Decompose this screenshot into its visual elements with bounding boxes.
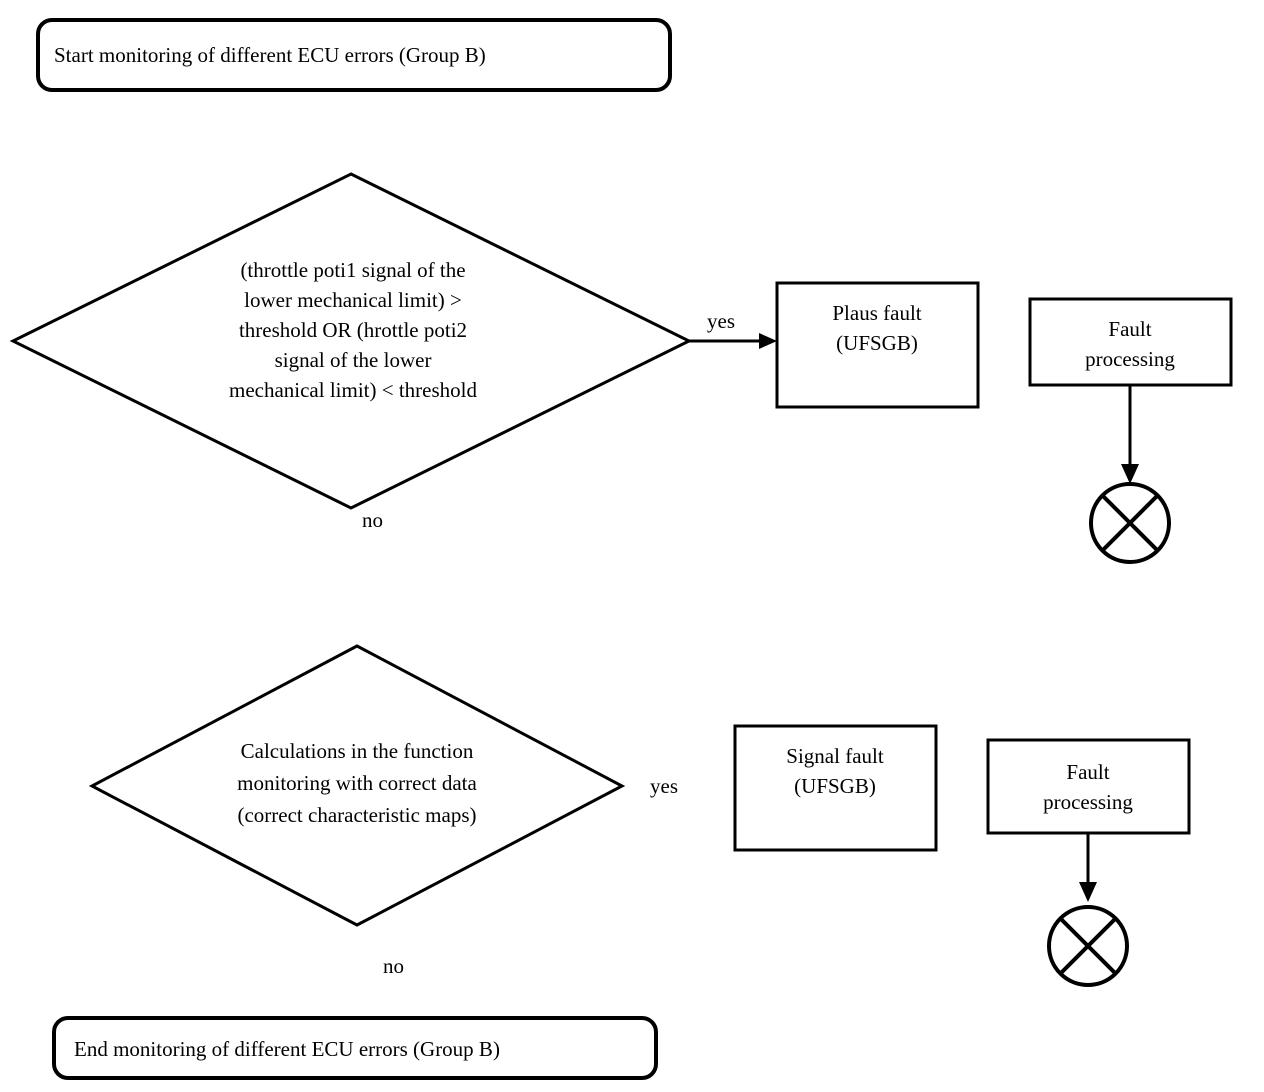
edge-label-yes-2: yes [650,774,678,798]
edge-label-no-1: no [362,508,383,532]
decision1-line-2: lower mechanical limit) > [244,288,462,312]
fault-processing-1-shape [1028,297,1233,387]
edge-label-yes-1: yes [707,309,735,333]
signal-fault-line-2: (UFSGB) [794,774,876,798]
end-label: End monitoring of different ECU errors (… [74,1037,500,1061]
node-decision-throttle-poti[interactable]: (throttle poti1 signal of the lower mech… [9,172,693,510]
edge-fault-processing-2-to-connector-2 [1079,833,1097,902]
signal-fault-shape [733,724,938,852]
plaus-fault-line-2: (UFSGB) [836,331,918,355]
node-signal-fault[interactable]: Signal fault (UFSGB) [733,724,938,852]
decision1-shape [9,172,693,510]
decision2-shape [88,644,626,927]
decision2-line-3: (correct characteristic maps) [237,803,476,827]
start-terminator-shape [36,18,672,92]
plaus-fault-line-1: Plaus fault [832,301,921,325]
node-fault-processing-2[interactable]: Fault processing [986,738,1191,835]
decision1-line-3: threshold OR (hrottle poti2 [239,318,467,342]
edge-fp1-arrowhead [1121,464,1139,484]
edge-fault-processing-1-to-connector-1 [1121,385,1139,484]
connector-1-cross-icon-b [1100,493,1160,553]
decision2-line-1: Calculations in the function [241,739,474,763]
node-start[interactable]: Start monitoring of different ECU errors… [36,18,672,92]
node-decision-calculations[interactable]: Calculations in the function monitoring … [88,644,626,927]
node-end[interactable]: End monitoring of different ECU errors (… [52,1016,658,1080]
start-label: Start monitoring of different ECU errors… [54,43,486,67]
signal-fault-line-1: Signal fault [786,744,884,768]
node-fault-processing-1[interactable]: Fault processing [1028,297,1233,387]
node-connector-1[interactable] [1089,482,1171,564]
decision1-line-5: mechanical limit) < threshold [229,378,478,402]
edge-fp2-arrowhead [1079,882,1097,902]
decision2-line-2: monitoring with correct data [237,771,477,795]
node-plaus-fault[interactable]: Plaus fault (UFSGB) [775,281,980,409]
fault-processing-1-line-1: Fault [1108,317,1151,341]
fault-processing-2-shape [986,738,1191,835]
edge-decision1-yes-arrowhead [759,333,777,349]
fault-processing-1-line-2: processing [1085,347,1175,371]
fault-processing-2-line-1: Fault [1066,760,1109,784]
end-terminator-shape [52,1016,658,1080]
edge-decision1-yes: yes [689,309,777,349]
plaus-fault-shape [775,281,980,409]
decision1-line-4: signal of the lower [275,348,432,372]
connector-2-cross-icon-b [1058,916,1118,976]
edge-label-no-2: no [383,954,404,978]
node-connector-2[interactable] [1047,905,1129,987]
fault-processing-2-line-2: processing [1043,790,1133,814]
decision1-line-1: (throttle poti1 signal of the [240,258,465,282]
